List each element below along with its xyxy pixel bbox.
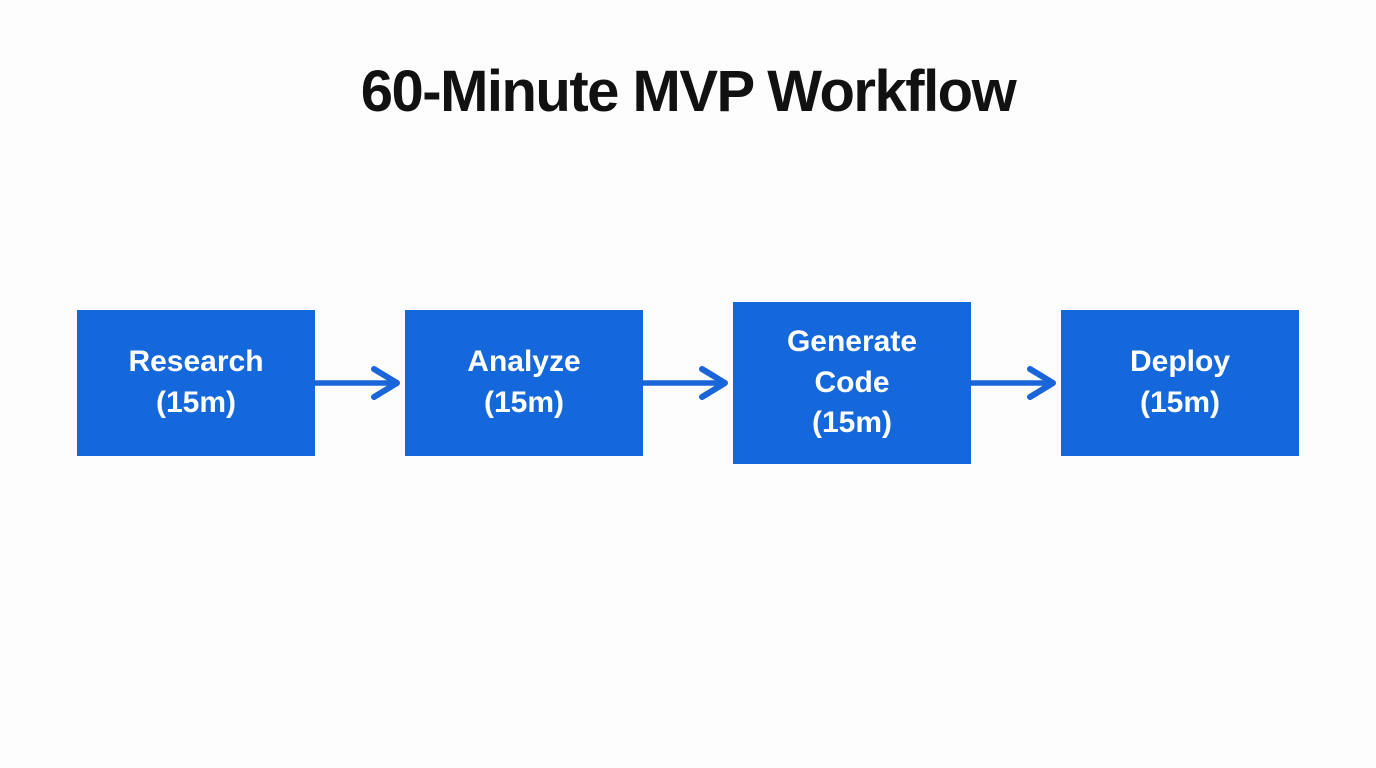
workflow-step-analyze: Analyze (15m) [405, 310, 643, 456]
workflow-step-generate-code: Generate Code (15m) [733, 302, 971, 464]
step-name: Deploy [1129, 345, 1231, 379]
step-duration: (15m) [155, 386, 237, 419]
flow-arrow-icon [971, 366, 1056, 400]
step-duration: (15m) [811, 406, 893, 440]
step-name: Generate Code [786, 324, 918, 399]
diagram-title: 60-Minute MVP Workflow [360, 59, 1017, 124]
flow-arrow-icon [315, 366, 400, 400]
workflow-step-research: Research (15m) [77, 310, 315, 456]
step-name: Analyze [467, 345, 581, 379]
step-duration: (15m) [483, 386, 565, 419]
step-duration: (15m) [1139, 386, 1221, 419]
step-name: Research [128, 345, 264, 379]
workflow-step-deploy: Deploy (15m) [1061, 310, 1299, 456]
workflow-row: Research (15m) Analyze (15m) Generate Co… [0, 302, 1376, 464]
flow-arrow-icon [643, 366, 728, 400]
